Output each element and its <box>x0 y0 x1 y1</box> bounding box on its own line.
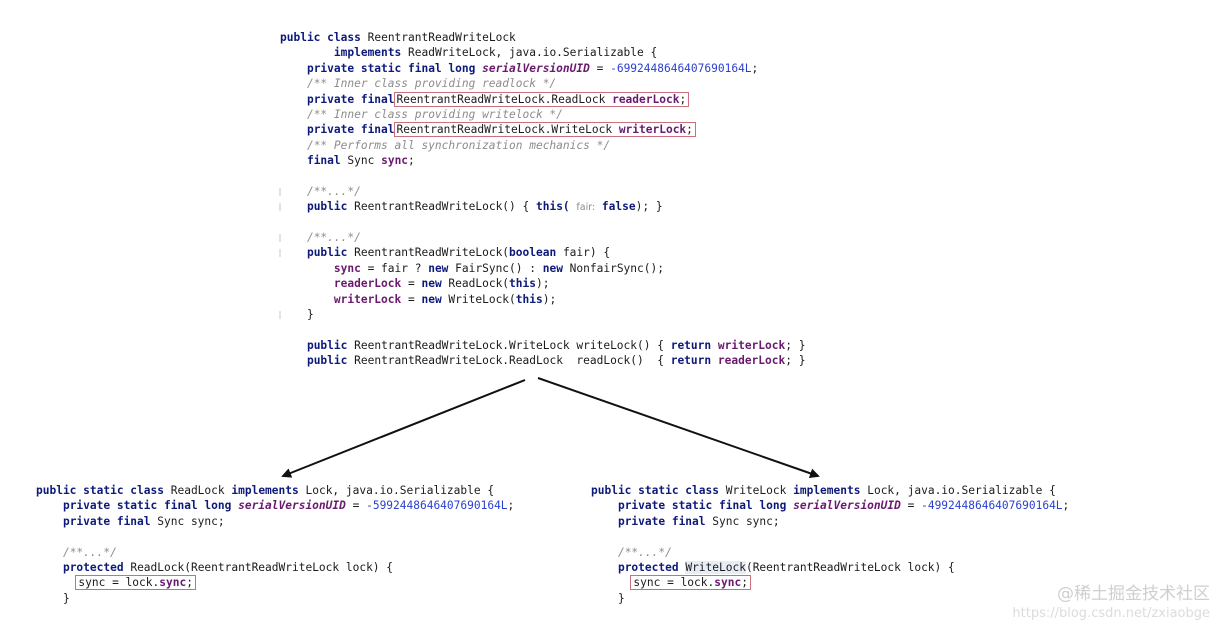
code-line: protected WriteLock(ReentrantReadWriteLo… <box>617 560 955 574</box>
watermark: @稀土掘金技术社区 https://blog.csdn.net/zxiaobge <box>1012 584 1210 622</box>
code-line: public ReentrantReadWriteLock.WriteLock … <box>306 338 806 352</box>
fold-marker[interactable] <box>279 188 281 196</box>
watermark-secondary: https://blog.csdn.net/zxiaobge <box>1012 606 1210 621</box>
code-line: private static final long serialVersionU… <box>306 61 759 75</box>
code-line: public ReentrantReadWriteLock() { this( … <box>306 200 663 214</box>
code-line: } <box>617 591 625 605</box>
fold-marker[interactable] <box>279 311 281 319</box>
code-line: public ReentrantReadWriteLock(boolean fa… <box>306 246 611 260</box>
code-line: public static class ReadLock implements … <box>36 484 495 497</box>
code-line: public class ReentrantReadWriteLock <box>280 31 516 44</box>
folded-doc-comment[interactable]: /**...*/ <box>617 545 672 559</box>
reader-lock-highlight-box: ReentrantReadWriteLock.ReadLock readerLo… <box>393 91 690 107</box>
code-line: final Sync sync; <box>306 154 415 168</box>
code-comment: /** Performs all synchronization mechani… <box>306 138 611 152</box>
arrow-to-readlock <box>281 379 526 478</box>
code-line: public static class WriteLock implements… <box>591 484 1056 497</box>
code-line: readerLock = new ReadLock(this); <box>333 277 550 291</box>
fold-marker[interactable] <box>279 249 281 257</box>
code-line: protected ReadLock(ReentrantReadWriteLoc… <box>62 560 394 574</box>
code-line: public ReentrantReadWriteLock.ReadLock r… <box>306 354 806 368</box>
write-sync-highlight-box: sync = lock.sync; <box>630 575 751 591</box>
folded-doc-comment[interactable]: /**...*/ <box>306 184 361 198</box>
code-line: } <box>62 591 70 605</box>
code-line: private static final long serialVersionU… <box>617 499 1070 513</box>
arrow-to-writelock <box>537 377 820 479</box>
writer-lock-highlight-box: ReentrantReadWriteLock.WriteLock writerL… <box>393 122 696 138</box>
code-line: sync = fair ? new FairSync() : new Nonfa… <box>333 261 664 275</box>
code-comment: /** Inner class providing writelock */ <box>306 107 563 121</box>
code-line: private final Sync sync; <box>617 514 780 528</box>
write-lock-class-code: public static class WriteLock implements… <box>591 483 1069 606</box>
code-line: private static final long serialVersionU… <box>62 499 515 513</box>
code-line: sync = lock.sync; <box>591 575 1069 591</box>
parameter-hint: fair: <box>576 202 596 214</box>
code-line: private final Sync sync; <box>62 514 225 528</box>
folded-doc-comment[interactable]: /**...*/ <box>306 231 361 245</box>
read-lock-class-code: public static class ReadLock implements … <box>36 483 514 606</box>
watermark-primary: @稀土掘金技术社区 <box>1057 584 1210 604</box>
code-line: sync = lock.sync; <box>36 575 514 591</box>
code-line: } <box>306 308 314 322</box>
fold-marker[interactable] <box>279 203 281 211</box>
main-class-code: public class ReentrantReadWriteLock impl… <box>280 30 805 369</box>
fold-marker[interactable] <box>279 234 281 242</box>
folded-doc-comment[interactable]: /**...*/ <box>62 545 117 559</box>
code-line: implements ReadWriteLock, java.io.Serial… <box>333 46 658 60</box>
code-line: writerLock = new WriteLock(this); <box>333 292 557 306</box>
code-comment: /** Inner class providing readlock */ <box>306 77 557 91</box>
read-sync-highlight-box: sync = lock.sync; <box>75 575 196 591</box>
